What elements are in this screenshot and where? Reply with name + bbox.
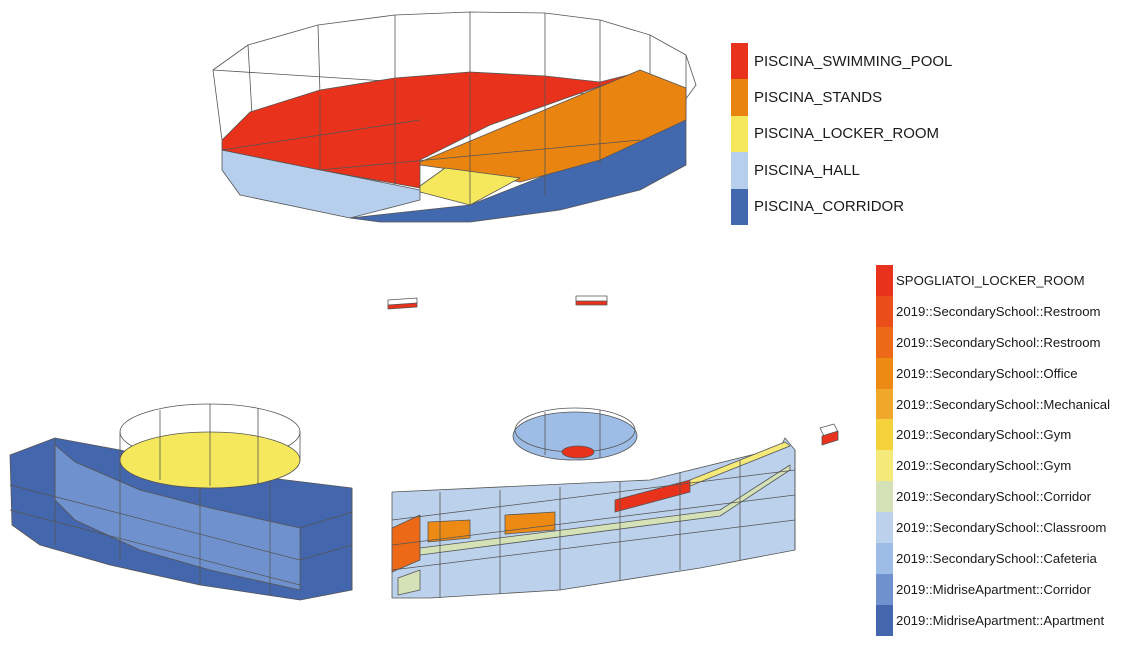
legend-item: 2019::SecondarySchool::Gym	[876, 450, 1110, 482]
legend-swatch	[731, 188, 748, 225]
pool-building	[212, 11, 697, 223]
legend-label: 2019::SecondarySchool::Classroom	[896, 520, 1107, 536]
pool-corridor-wall	[349, 119, 687, 223]
legend-swatch	[876, 295, 893, 327]
legend-item: 2019::MidriseApartment::Apartment	[876, 604, 1110, 636]
legend-item: 2019::SecondarySchool::Restroom	[876, 326, 1110, 358]
legend-label: SPOGLIATOI_LOCKER_ROOM	[896, 272, 1085, 288]
legend-swatch	[876, 326, 893, 358]
legend-item: 2019::SecondarySchool::Cafeteria	[876, 543, 1110, 574]
legend-item: PISCINA_STANDS	[731, 79, 952, 116]
legend-item: 2019::SecondarySchool::Classroom	[876, 512, 1110, 544]
legend-item: SPOGLIATOI_LOCKER_ROOM	[876, 265, 1110, 296]
legend-swatch	[731, 115, 748, 153]
legend-item: 2019::SecondarySchool::Corridor	[876, 481, 1110, 513]
classroom-block-right	[391, 437, 796, 599]
legend-label: PISCINA_SWIMMING_POOL	[754, 52, 953, 70]
legend-label: PISCINA_LOCKER_ROOM	[754, 125, 940, 143]
legend-label: 2019::SecondarySchool::Office	[896, 365, 1078, 381]
small-locker-room-right	[575, 295, 608, 306]
legend-swatch	[876, 512, 893, 544]
legend-label: PISCINA_CORRIDOR	[754, 198, 905, 216]
legend-item: PISCINA_LOCKER_ROOM	[731, 115, 952, 153]
legend-label: 2019::SecondarySchool::Cafeteria	[896, 550, 1097, 566]
legend-label: 2019::SecondarySchool::Restroom	[896, 334, 1101, 350]
legend-label: 2019::SecondarySchool::Restroom	[896, 303, 1101, 319]
legend-item: 2019::SecondarySchool::Restroom	[876, 295, 1110, 327]
legend-swatch	[876, 357, 893, 389]
legend-swatch	[876, 543, 893, 574]
legend-swatch	[876, 450, 893, 482]
pool-wireframe-top	[212, 11, 697, 101]
legend-label: 2019::SecondarySchool::Mechanical	[896, 396, 1111, 412]
legend-item: 2019::SecondarySchool::Gym	[876, 419, 1110, 451]
legend-item: PISCINA_CORRIDOR	[731, 188, 952, 225]
legend-label: 2019::SecondarySchool::Corridor	[896, 489, 1091, 505]
legend-swatch	[731, 43, 748, 80]
legend-swatch	[731, 152, 748, 189]
legend-swatch	[876, 265, 893, 296]
legend-item: 2019::SecondarySchool::Office	[876, 357, 1110, 389]
legend-pool: PISCINA_SWIMMING_POOL PISCINA_STANDS PISCI…	[731, 43, 952, 225]
legend-swatch	[876, 388, 893, 420]
legend-label: PISCINA_HALL	[754, 161, 860, 179]
pool-grid-lines	[221, 75, 641, 205]
legend-label: 2019::SecondarySchool::Gym	[896, 427, 1072, 443]
legend-label: PISCINA_STANDS	[754, 89, 883, 107]
gym-ellipse	[119, 403, 301, 489]
legend-label: 2019::SecondarySchool::Gym	[896, 458, 1072, 474]
pool-swimming-pool-floor	[221, 71, 641, 189]
legend-swatch	[876, 481, 893, 513]
legend-swatch	[876, 604, 893, 636]
legend-item: 2019::MidriseApartment::Corridor	[876, 573, 1110, 605]
small-locker-room-left	[387, 297, 418, 310]
legend-swatch	[876, 419, 893, 451]
legend-item: PISCINA_HALL	[731, 152, 952, 189]
legend-label: 2019::MidriseApartment::Corridor	[896, 581, 1091, 597]
legend-label: 2019::MidriseApartment::Apartment	[896, 612, 1105, 628]
legend-item: PISCINA_SWIMMING_POOL	[731, 43, 953, 80]
cafeteria-ellipse	[512, 407, 638, 461]
small-locker-room-far-right	[819, 423, 839, 446]
legend-item: 2019::SecondarySchool::Mechanical	[876, 388, 1111, 420]
legend-swatch	[876, 573, 893, 605]
legend-swatch	[731, 79, 748, 116]
